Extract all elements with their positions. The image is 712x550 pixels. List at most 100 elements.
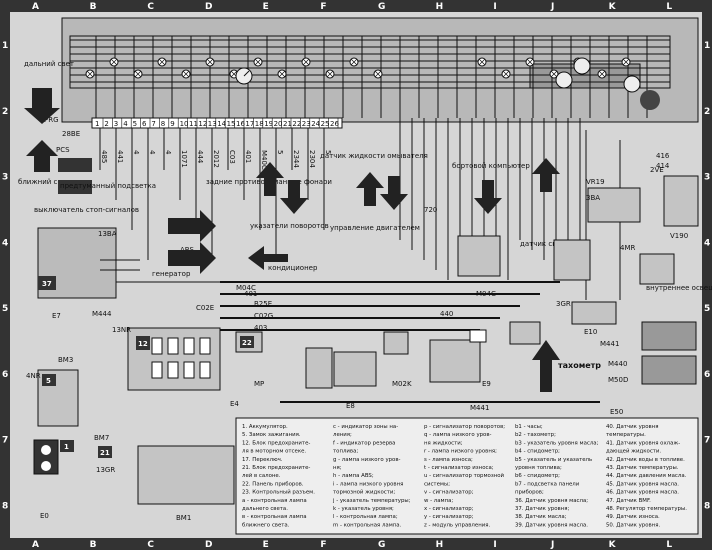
node-4mr: 4MR — [620, 244, 635, 252]
fuse-icon — [151, 361, 163, 379]
sensor — [553, 239, 591, 281]
node-5: 5 — [46, 377, 51, 385]
connector-pin-label: 7 — [151, 120, 155, 128]
connector-pin-label: 26 — [330, 120, 339, 128]
connector-pin-label: 17 — [245, 120, 254, 128]
grid-column-label: K — [609, 2, 617, 12]
arrow-right-icon — [168, 210, 216, 242]
legend-line: тормозной жидкости; — [333, 489, 395, 496]
node-e0: E0 — [40, 512, 49, 520]
node-21: 21 — [100, 449, 110, 457]
legend-line: b2 - тахометр; — [515, 432, 556, 438]
connector-pin-label: 5 — [133, 120, 137, 128]
connector-pin-label: 23 — [302, 120, 311, 128]
legend-line: z - модуль управления. — [424, 522, 490, 528]
grid-column-label: J — [550, 540, 554, 550]
connector-pin-label: 20 — [274, 120, 283, 128]
component-3ba — [587, 187, 641, 223]
component-bm8 — [457, 235, 501, 277]
legend-line: ления; — [333, 432, 352, 438]
relay — [305, 347, 333, 389]
node-m04c-r: M04C — [476, 290, 496, 298]
legend-line: b4 - спидометр; — [515, 449, 560, 455]
grid-column-label: H — [436, 540, 444, 550]
connector-pin-label: 3 — [114, 120, 118, 128]
component-2ve — [663, 175, 699, 227]
legend-line: w - лампа; — [424, 498, 453, 504]
gauge-icon — [555, 71, 573, 89]
legend-line: s - лампа износа; — [424, 457, 473, 463]
lamp-unit — [641, 355, 697, 385]
gauge-icon — [640, 90, 660, 110]
node-e50: E50 — [610, 408, 623, 416]
grid-row-label: 2 — [704, 107, 710, 117]
legend-line: x - сигнализатор; — [424, 506, 474, 512]
legend-line: 37. Датчик уровня; — [515, 506, 569, 512]
grid-row-label: 6 — [2, 370, 8, 380]
grid-column-label: L — [666, 2, 672, 12]
connector-pin-label: 2 — [104, 120, 108, 128]
connector-pin-label: 11 — [189, 120, 198, 128]
grid-column-label: E — [263, 2, 269, 12]
legend-line: 47. Датчик BMF. — [606, 498, 651, 504]
connector-3gr — [571, 301, 617, 325]
legend-line: b6 - спидометр; — [515, 473, 560, 479]
legend-line: 5. Замок зажигания. — [242, 432, 301, 438]
label-tahometr: тахометр — [558, 361, 601, 370]
grid-row-label: 3 — [2, 173, 8, 183]
connector-pin-label: 14 — [217, 120, 226, 128]
gauge-icon — [623, 75, 641, 93]
node-13ba: 13BA — [98, 230, 117, 238]
legend-line: y - сигнализатор; — [424, 514, 474, 520]
legend-line: 44. Датчик давления масла. — [606, 473, 687, 479]
arrow-up-icon — [26, 140, 58, 172]
node-28be: 28BE — [62, 130, 80, 138]
label-vnutr: внутреннее освещение — [646, 284, 712, 292]
grid-column-label: D — [205, 540, 212, 550]
grid-column-label: A — [32, 2, 39, 12]
wire-label: 2304 — [308, 150, 316, 168]
legend-line: с - индикатор зоны на- — [333, 424, 398, 430]
grid-left-bar — [0, 0, 10, 550]
legend-line: g - лампа низкого уров- — [333, 457, 401, 463]
label-blizhniy: ближний свет — [18, 178, 70, 186]
legend-line: 23. Контрольный разъем. — [242, 489, 315, 496]
node-v190: V190 — [670, 232, 688, 240]
wire-label: 485 — [100, 150, 108, 163]
label-bort-komp: бортовой компьютер — [452, 162, 530, 170]
arrow-up-icon — [256, 162, 284, 196]
node-4nr: 4NR — [26, 372, 41, 380]
node-e7: E7 — [52, 312, 61, 320]
label-pcs: PCS — [56, 146, 70, 154]
grid-right-bar — [702, 0, 712, 550]
legend-line: дальнего света. — [242, 506, 288, 512]
component-21 — [137, 445, 235, 505]
fuse-icon — [183, 361, 195, 379]
wire-label: 2012 — [212, 150, 220, 168]
legend-line: u - сигнализатор тормозной — [424, 472, 505, 479]
legend-box — [235, 417, 699, 535]
lamp-unit — [641, 321, 697, 351]
label-kondicioner: кондиционер — [268, 264, 318, 272]
legend-line: 39. Датчик уровня масла. — [515, 522, 588, 528]
node-2ve: 2VE — [650, 166, 664, 174]
legend-line: лей в салоне. — [242, 472, 281, 479]
connector-pin-label: 6 — [142, 120, 147, 128]
arrow-right-icon — [168, 242, 216, 274]
legend-line: ля в моторном отсеке. — [242, 449, 306, 455]
arrow-down-icon — [280, 180, 308, 214]
wire-label: 401 — [244, 150, 252, 163]
wire-label: 1071 — [180, 150, 188, 168]
wire-label: 5 — [324, 150, 332, 154]
grid-row-label: 4 — [2, 238, 8, 248]
relay — [333, 351, 377, 387]
node-b25e: B25E — [254, 300, 272, 308]
legend-line: температуры. — [606, 432, 646, 438]
legend-line: j - указатель температуры; — [332, 498, 411, 504]
node-37: 37 — [42, 280, 52, 288]
legend-line: 12. Блок предохраните- — [242, 440, 310, 446]
connector-pin-label: 16 — [236, 120, 245, 128]
label-ukazateli: указатели поворотов — [250, 222, 329, 230]
node-12: 12 — [138, 340, 148, 348]
relay — [383, 331, 409, 355]
